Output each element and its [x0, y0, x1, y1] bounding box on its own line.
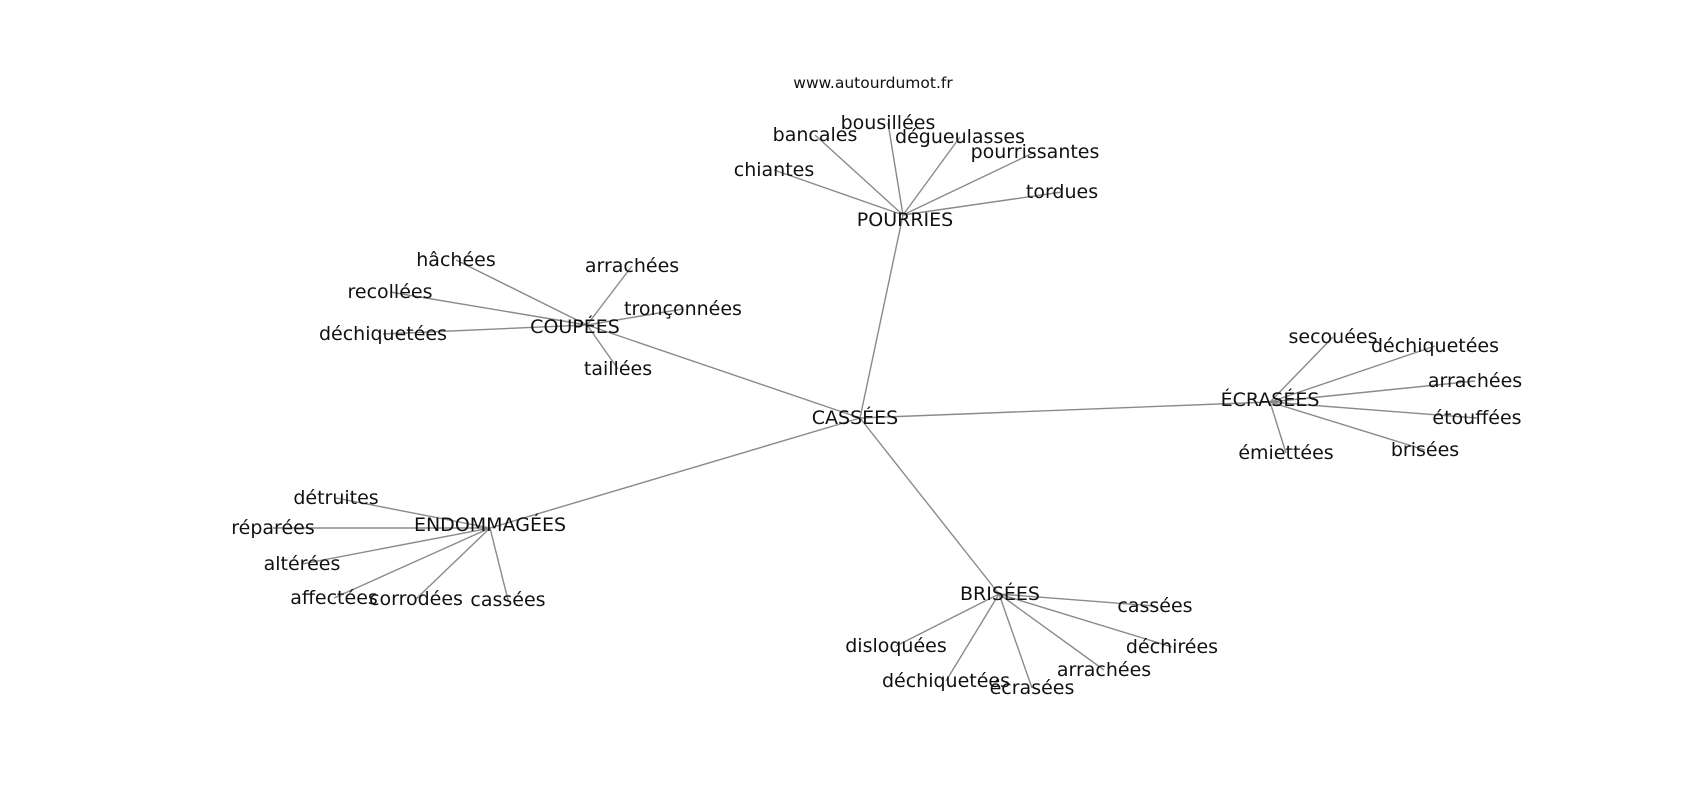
edge-endommagees-3 [333, 527, 491, 599]
edge-pourries-2 [887, 122, 904, 216]
edge-center-pourries [859, 214, 904, 419]
node-leaf-endommagees: réparées [231, 517, 314, 539]
edge-coupees-2 [382, 324, 588, 335]
node-leaf-brisees: déchirées [1126, 636, 1218, 658]
edge-brisees-4 [945, 593, 1000, 682]
node-leaf-coupees: recollées [348, 281, 433, 303]
node-center-casses: CASSÉES [812, 406, 898, 429]
node-leaf-pourries: pourrissantes [971, 141, 1100, 163]
edge-endommagees-4 [415, 527, 491, 600]
edge-coupees-4 [586, 308, 684, 326]
node-leaf-endommagees: corrodées [369, 588, 463, 610]
edge-brisees-0 [998, 593, 1156, 607]
node-leaf-ecrasees: étouffées [1432, 407, 1521, 429]
node-leaf-ecrasees: arrachées [1428, 370, 1522, 392]
node-leaf-pourries: bousillées [841, 112, 936, 134]
node-hub-ecrasees: ÉCRASÉES [1221, 388, 1320, 411]
node-leaf-endommagees: altérées [264, 553, 341, 575]
edge-endommagees-0 [335, 497, 491, 529]
edge-ecrasees-2 [1269, 380, 1476, 403]
edge-brisees-5 [895, 593, 1000, 647]
node-leaf-pourries: tordues [1026, 181, 1098, 203]
edge-brisees-2 [998, 593, 1105, 671]
edge-endommagees-2 [301, 527, 491, 565]
node-leaf-coupees: déchiquetées [319, 323, 447, 345]
edge-center-endommagees [489, 417, 861, 529]
edge-ecrasees-3 [1269, 401, 1478, 419]
node-leaf-brisees: arrachées [1057, 659, 1151, 681]
node-leaf-pourries: chiantes [734, 159, 815, 181]
graph-labels: www.autourdumot.fr CASSÉES POURRIES chiant… [231, 74, 1522, 699]
node-leaf-ecrasees: déchiquetées [1371, 335, 1499, 357]
node-hub-brisees: BRISÉES [960, 582, 1040, 605]
node-leaf-pourries: dégueulasses [895, 126, 1025, 148]
edge-coupees-3 [586, 265, 633, 326]
node-leaf-ecrasees: émiettées [1238, 442, 1333, 464]
edge-coupees-1 [389, 291, 588, 326]
node-leaf-endommagees: détruites [293, 487, 378, 509]
edge-pourries-5 [902, 191, 1063, 216]
node-leaf-ecrasees: brisées [1391, 439, 1459, 461]
node-hub-pourries: POURRIES [857, 209, 953, 231]
node-leaf-coupees: taillées [584, 358, 652, 380]
edge-center-ecrasees [859, 401, 1271, 419]
node-leaf-brisees: disloquées [845, 635, 947, 657]
node-leaf-brisees: déchiquetées [882, 670, 1010, 692]
edge-ecrasees-4 [1269, 401, 1426, 451]
edge-center-coupees [586, 324, 861, 419]
edge-coupees-0 [455, 259, 588, 326]
graph-edges [273, 122, 1478, 689]
edge-ecrasees-1 [1269, 345, 1436, 403]
node-leaf-endommagees: affectées [290, 587, 378, 609]
edge-ecrasees-5 [1269, 401, 1287, 454]
node-leaf-brisees: écrasées [990, 677, 1075, 699]
edge-endommagees-5 [489, 527, 509, 601]
node-leaf-pourries: bancales [773, 124, 858, 146]
edge-brisees-1 [998, 593, 1173, 648]
node-leaf-coupees: arrachées [585, 255, 679, 277]
node-leaf-coupees: tronçonnées [624, 298, 742, 320]
edge-center-brisees [859, 417, 1000, 595]
node-leaf-coupees: hâchées [416, 249, 495, 271]
edge-coupees-5 [586, 324, 619, 370]
node-leaf-endommagees: cassées [470, 589, 545, 611]
site-watermark: www.autourdumot.fr [793, 74, 953, 92]
node-hub-coupees: COUPÉES [530, 315, 620, 338]
node-leaf-ecrasees: secouées [1289, 326, 1378, 348]
edge-pourries-0 [773, 169, 904, 216]
edge-pourries-1 [814, 134, 904, 216]
node-hub-endommagees: ENDOMMAGÉES [414, 513, 566, 536]
edge-ecrasees-0 [1269, 336, 1334, 403]
edge-pourries-3 [902, 136, 961, 216]
node-leaf-brisees: cassées [1117, 595, 1192, 617]
edge-brisees-3 [998, 593, 1033, 689]
edge-pourries-4 [902, 151, 1036, 216]
